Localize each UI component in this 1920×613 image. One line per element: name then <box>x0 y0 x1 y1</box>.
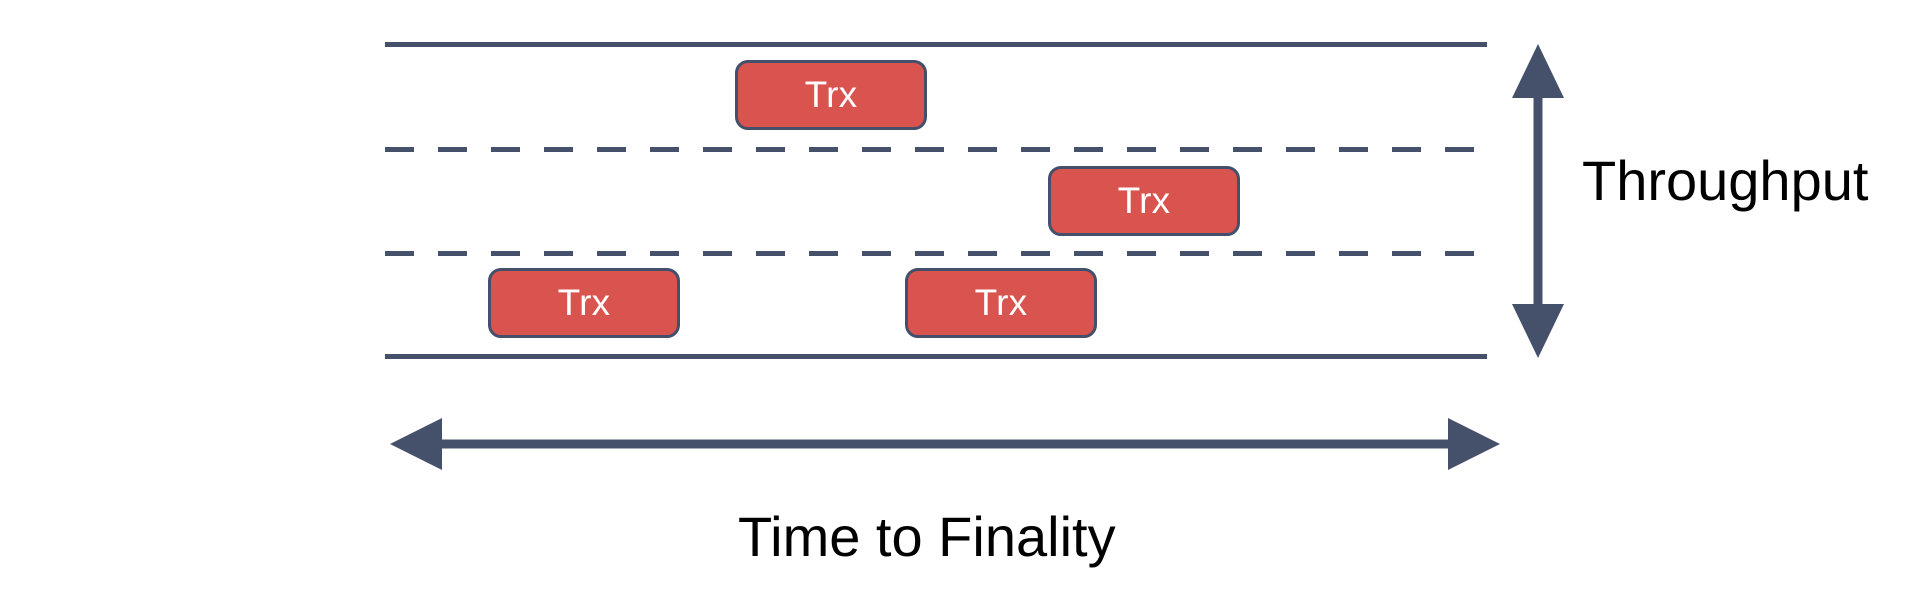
transaction-label: Trx <box>1117 179 1171 221</box>
transaction-label: Trx <box>804 73 858 115</box>
double-headed-vertical-arrow-icon <box>1512 44 1564 358</box>
transaction-block[interactable]: Trx <box>1048 166 1240 236</box>
lane-line-divider-upper <box>385 147 1487 152</box>
lane-line-divider-lower <box>385 251 1487 256</box>
transaction-block[interactable]: Trx <box>905 268 1097 338</box>
time-to-finality-axis-label: Time to Finality <box>738 505 1116 568</box>
lane-line-bottom <box>385 354 1487 359</box>
transaction-block[interactable]: Trx <box>735 60 927 130</box>
double-headed-horizontal-arrow-icon <box>390 418 1500 470</box>
transaction-block[interactable]: Trx <box>488 268 680 338</box>
transaction-label: Trx <box>557 281 611 323</box>
transaction-label: Trx <box>974 281 1028 323</box>
lane-line-top <box>385 42 1487 47</box>
throughput-axis-label: Throughput <box>1582 149 1869 212</box>
